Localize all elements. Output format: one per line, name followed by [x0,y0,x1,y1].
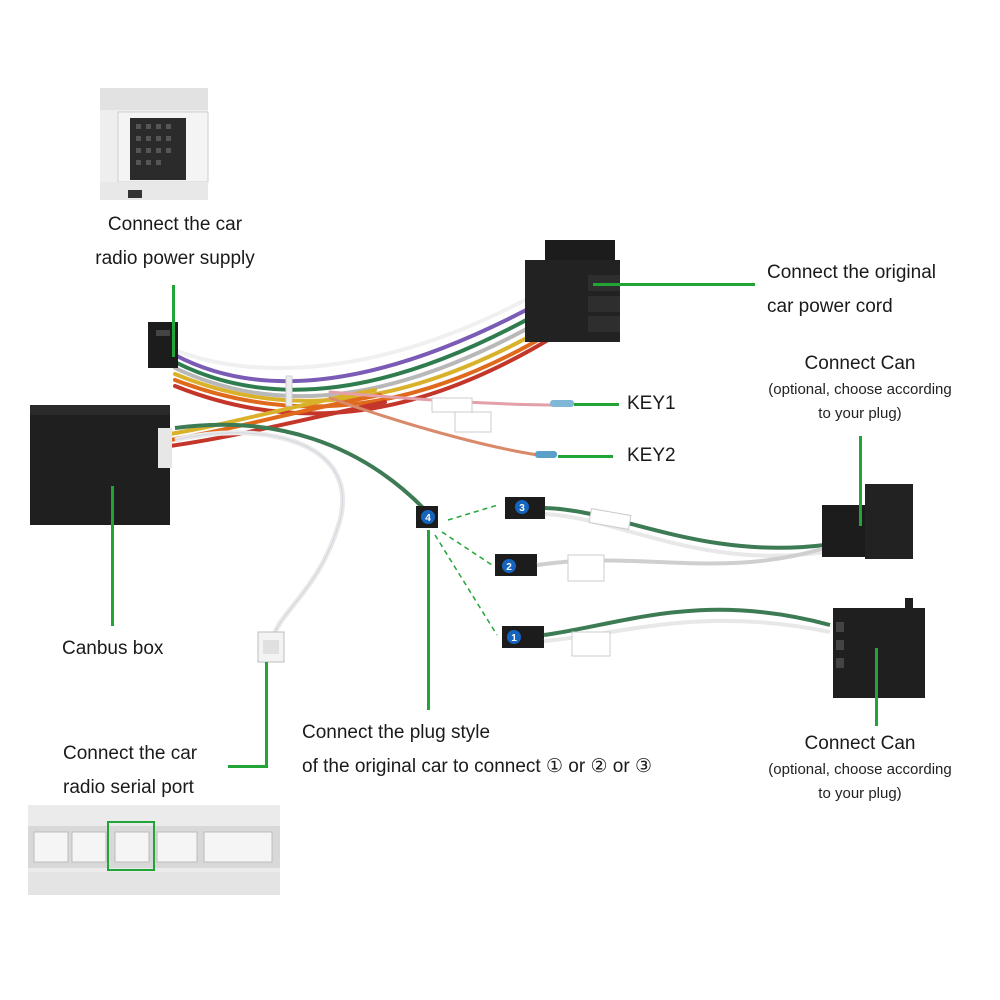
callout-line-serial-port-h [228,765,268,768]
radio-serial-port-photo [28,805,280,895]
callout-line-serial-port-v [265,662,268,767]
label-serial-port-line2: radio serial port [63,777,194,798]
label-serial-port: Connect the car radio serial port [63,737,197,805]
label-original-power-cord: Connect the original car power cord [767,256,936,324]
label-radio-power-supply: Connect the car radio power supply [70,208,280,276]
can-connector-top [822,484,913,559]
label-plug-style-line2: of the original car to connect ① or ② or… [302,756,652,777]
badge-4 [421,510,435,524]
callout-line-radio-power [172,285,175,357]
callout-line-can-top [859,436,862,526]
connector-4-wire [174,422,432,517]
label-canbus-box: Canbus box [62,638,164,659]
option-guides [434,504,499,636]
label-key2: KEY2 [627,445,676,466]
radio-power-socket-photo [100,88,209,200]
badge-1 [507,630,521,644]
iso-power-connector [525,240,620,342]
option-3-plug [505,497,826,558]
label-can-bottom-title: Connect Can [804,733,916,754]
label-original-power-line1: Connect the original [767,262,936,283]
serial-port-plug [257,631,285,663]
label-can-bottom-note-line2: to your plug) [818,785,902,802]
label-can-bottom-note: (optional, choose according to your plug… [755,758,965,806]
wire-label-key1 [431,397,473,413]
label-radio-power-line2: radio power supply [95,248,255,269]
badge-2-text: 2 [506,562,512,573]
wire-label-key2 [454,411,492,433]
callout-line-plug-style [427,530,430,710]
badge-3 [515,500,529,514]
callout-line-original-power [593,283,755,286]
badge-1-text: 1 [511,633,517,644]
badge-2 [502,559,516,573]
callout-line-can-bottom [875,648,878,726]
label-can-bottom-note-line1: (optional, choose according [768,761,952,778]
label-can-top-note-line1: (optional, choose according [768,381,952,398]
key1-wire-tip [550,400,574,407]
label-key1: KEY1 [627,393,676,414]
label-plug-style: Connect the plug style of the original c… [302,716,652,784]
label-can-top-title: Connect Can [804,353,916,374]
callout-line-key1 [574,403,619,406]
label-can-top-note-line2: to your plug) [818,405,902,422]
badge-3-text: 3 [519,503,525,514]
badge-4-text: 4 [425,513,431,524]
label-plug-style-line1: Connect the plug style [302,722,491,743]
option-2-plug [495,546,826,582]
serial-port-wire [174,430,345,641]
key2-wire-tip [535,451,557,458]
label-radio-power-line1: Connect the car [107,214,243,235]
callout-line-canbus-box [111,486,114,626]
callout-line-key2 [558,455,613,458]
label-serial-port-line1: Connect the car [63,743,198,764]
can-connector-bottom [833,598,925,698]
label-can-top-note: (optional, choose according to your plug… [755,378,965,426]
canbus-box [30,405,172,525]
option-1-plug [502,607,831,657]
label-original-power-line2: car power cord [767,296,893,317]
